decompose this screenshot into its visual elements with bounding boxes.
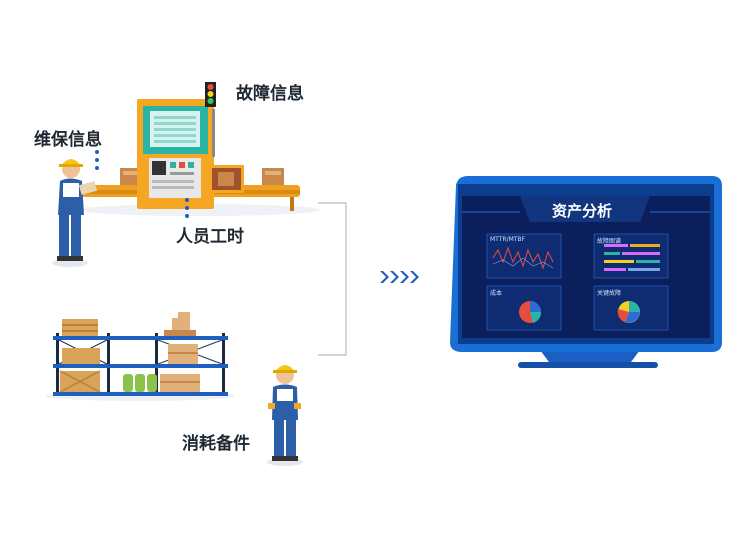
- spare-parts-label: 消耗备件: [182, 434, 250, 454]
- monitor-title: 资产分析: [552, 202, 613, 220]
- production-machine: [75, 82, 320, 218]
- fault-info-label: 故障信息: [236, 84, 304, 104]
- warehouse-shelf: [45, 312, 235, 401]
- panel-title-key-fault: 关键故障: [597, 290, 622, 297]
- flow-arrows-icon: [380, 271, 419, 283]
- panel-title-mttr: MTTR/MTBF: [490, 236, 526, 243]
- labor-hours-label: 人员工时: [176, 227, 244, 247]
- monitor: [450, 176, 722, 368]
- grouping-bracket: [318, 202, 347, 356]
- panel-title-fault-map: 故障图谱: [597, 238, 622, 245]
- maintenance-info-label: 维保信息: [34, 130, 102, 150]
- panel-title-cost: 成本: [490, 290, 503, 297]
- maintenance-worker-figure: [52, 159, 98, 267]
- spare-parts-worker-figure: [267, 365, 303, 466]
